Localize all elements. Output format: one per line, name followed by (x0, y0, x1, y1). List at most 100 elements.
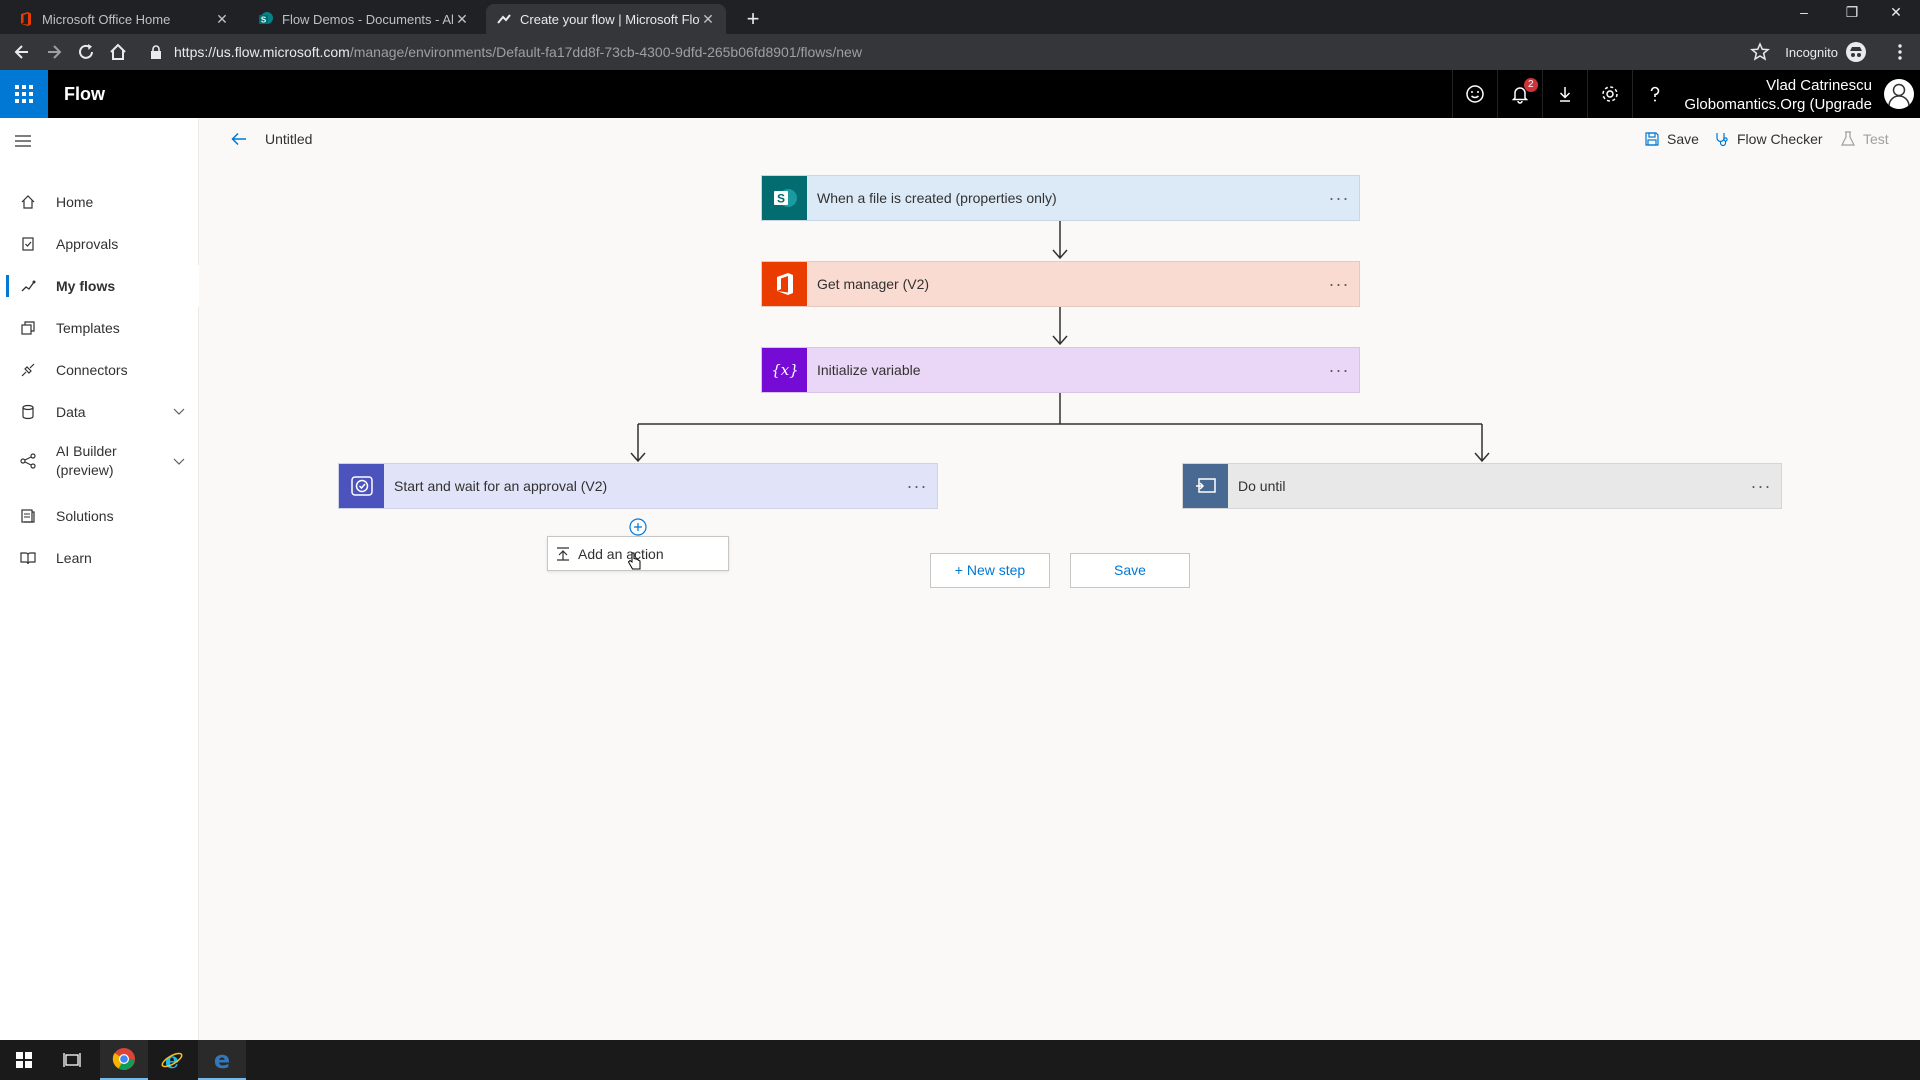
flow-checker-button[interactable]: Flow Checker (1714, 118, 1823, 160)
address-bar[interactable]: https://us.flow.microsoft.com/manage/env… (174, 34, 862, 70)
minimize-icon[interactable]: – (1800, 4, 1808, 20)
get-manager-card[interactable]: Get manager (V2) ··· (761, 261, 1360, 307)
feedback-smiley-icon[interactable] (1452, 70, 1497, 118)
notifications-bell-icon[interactable]: 2 (1497, 70, 1542, 118)
svg-text:e: e (165, 1048, 179, 1072)
flows-icon (0, 278, 56, 294)
sidebar-item-templates[interactable]: Templates (0, 307, 199, 349)
help-icon[interactable] (1632, 70, 1677, 118)
svg-text:e: e (214, 1047, 230, 1071)
user-info[interactable]: Vlad Catrinescu Globomantics.Org (Upgrad… (1684, 76, 1872, 114)
sidebar-item-ai-builder[interactable]: AI Builder (preview) (0, 433, 199, 489)
hamburger-menu-icon[interactable] (15, 134, 31, 148)
home-icon[interactable] (108, 42, 128, 62)
new-tab-button[interactable]: + (746, 6, 760, 31)
sidebar-item-label: Approvals (56, 236, 119, 252)
settings-gear-icon[interactable] (1587, 70, 1632, 118)
sidebar-item-label: Learn (56, 550, 92, 566)
browser-menu-icon[interactable] (1890, 42, 1910, 62)
flow-icon (496, 11, 512, 27)
incognito-indicator[interactable]: Incognito (1785, 42, 1866, 62)
insert-step-plus-icon[interactable] (629, 518, 647, 536)
svg-text:{x}: {x} (771, 361, 799, 379)
step-title: Start and wait for an approval (V2) (394, 478, 608, 494)
chrome-taskbar-icon[interactable] (100, 1040, 148, 1080)
back-arrow-icon[interactable] (230, 130, 248, 148)
close-tab-icon[interactable]: ✕ (456, 10, 468, 27)
sharepoint-icon: S (258, 11, 274, 27)
chevron-down-icon[interactable] (173, 405, 185, 417)
close-tab-icon[interactable]: ✕ (216, 10, 228, 27)
restore-icon[interactable]: ❐ (1845, 4, 1859, 20)
save-label: Save (1667, 131, 1699, 147)
sidebar-item-learn[interactable]: Learn (0, 537, 199, 579)
bookmark-star-icon[interactable] (1750, 42, 1770, 62)
save-icon (1644, 131, 1660, 147)
svg-text:S: S (776, 192, 784, 206)
more-options-icon[interactable]: ··· (1328, 187, 1350, 208)
more-options-icon[interactable]: ··· (906, 475, 928, 496)
sidebar-item-connectors[interactable]: Connectors (0, 349, 199, 391)
initialize-variable-card[interactable]: {x} Initialize variable ··· (761, 347, 1360, 393)
notification-badge: 2 (1524, 78, 1538, 92)
do-until-card[interactable]: Do until ··· (1182, 463, 1782, 509)
stethoscope-icon (1714, 131, 1730, 147)
save-button[interactable]: Save (1644, 118, 1699, 160)
flow-name[interactable]: Untitled (265, 131, 313, 147)
sidebar-item-approvals[interactable]: Approvals (0, 223, 199, 265)
step-title: Initialize variable (817, 362, 921, 378)
sidebar-item-data[interactable]: Data (0, 391, 199, 433)
loop-icon (1183, 464, 1228, 508)
browser-toolbar: https://us.flow.microsoft.com/manage/env… (0, 34, 1920, 70)
avatar[interactable] (1884, 79, 1914, 109)
user-org: Globomantics.Org (Upgrade (1684, 96, 1872, 113)
approval-card[interactable]: Start and wait for an approval (V2) ··· (338, 463, 938, 509)
download-icon[interactable] (1542, 70, 1587, 118)
add-action-icon (548, 546, 578, 562)
ai-builder-icon (0, 453, 56, 469)
forward-icon[interactable] (44, 42, 64, 62)
sidebar-item-solutions[interactable]: Solutions (0, 495, 199, 537)
edge-taskbar-icon[interactable]: e (198, 1040, 246, 1080)
test-button[interactable]: Test (1840, 118, 1889, 160)
browser-tab-flow[interactable]: Create your flow | Microsoft Flow ✕ (486, 4, 726, 34)
step-title: When a file is created (properties only) (817, 190, 1057, 206)
canvas-save-button[interactable]: Save (1070, 553, 1190, 588)
new-step-button[interactable]: + New step (930, 553, 1050, 588)
browser-tab-office[interactable]: Microsoft Office Home ✕ (8, 4, 240, 34)
step-title: Get manager (V2) (817, 276, 930, 292)
add-action-label: Add an action (578, 545, 664, 562)
approvals-icon (0, 236, 56, 252)
close-window-icon[interactable]: ✕ (1890, 4, 1902, 20)
browser-tab-sharepoint[interactable]: S Flow Demos - Documents - All D ✕ (248, 4, 480, 34)
more-options-icon[interactable]: ··· (1328, 359, 1350, 380)
variable-icon: {x} (762, 348, 807, 392)
trigger-card[interactable]: S When a file is created (properties onl… (761, 175, 1360, 221)
more-options-icon[interactable]: ··· (1750, 475, 1772, 496)
svg-text:S: S (261, 16, 267, 25)
office-icon (18, 11, 34, 27)
office365-icon (762, 262, 807, 306)
task-view-icon[interactable] (48, 1040, 96, 1080)
sidebar-item-label: Data (56, 404, 86, 420)
sidebar-item-label: Home (56, 194, 94, 210)
sidebar-item-my-flows[interactable]: My flows (0, 265, 199, 307)
close-tab-icon[interactable]: ✕ (702, 10, 714, 27)
back-icon[interactable] (12, 42, 32, 62)
sidebar: Home Approvals My flows Templates Connec… (0, 118, 199, 1040)
lock-icon[interactable] (150, 45, 162, 65)
command-bar: Untitled Save Flow Checker Test (200, 118, 1920, 160)
connectors-icon (0, 362, 56, 378)
sidebar-item-label: Templates (56, 320, 120, 336)
more-options-icon[interactable]: ··· (1328, 273, 1350, 294)
sharepoint-icon: S (762, 176, 807, 220)
internet-explorer-icon[interactable]: e (148, 1040, 196, 1080)
app-title[interactable]: Flow (64, 84, 105, 104)
windows-start-icon[interactable] (0, 1040, 48, 1080)
sidebar-item-label: AI Builder (preview) (56, 443, 117, 478)
app-launcher-icon[interactable] (0, 70, 48, 118)
mouse-cursor-icon (626, 551, 644, 573)
reload-icon[interactable] (76, 42, 96, 62)
sidebar-item-home[interactable]: Home (0, 181, 199, 223)
chevron-down-icon[interactable] (173, 455, 185, 467)
